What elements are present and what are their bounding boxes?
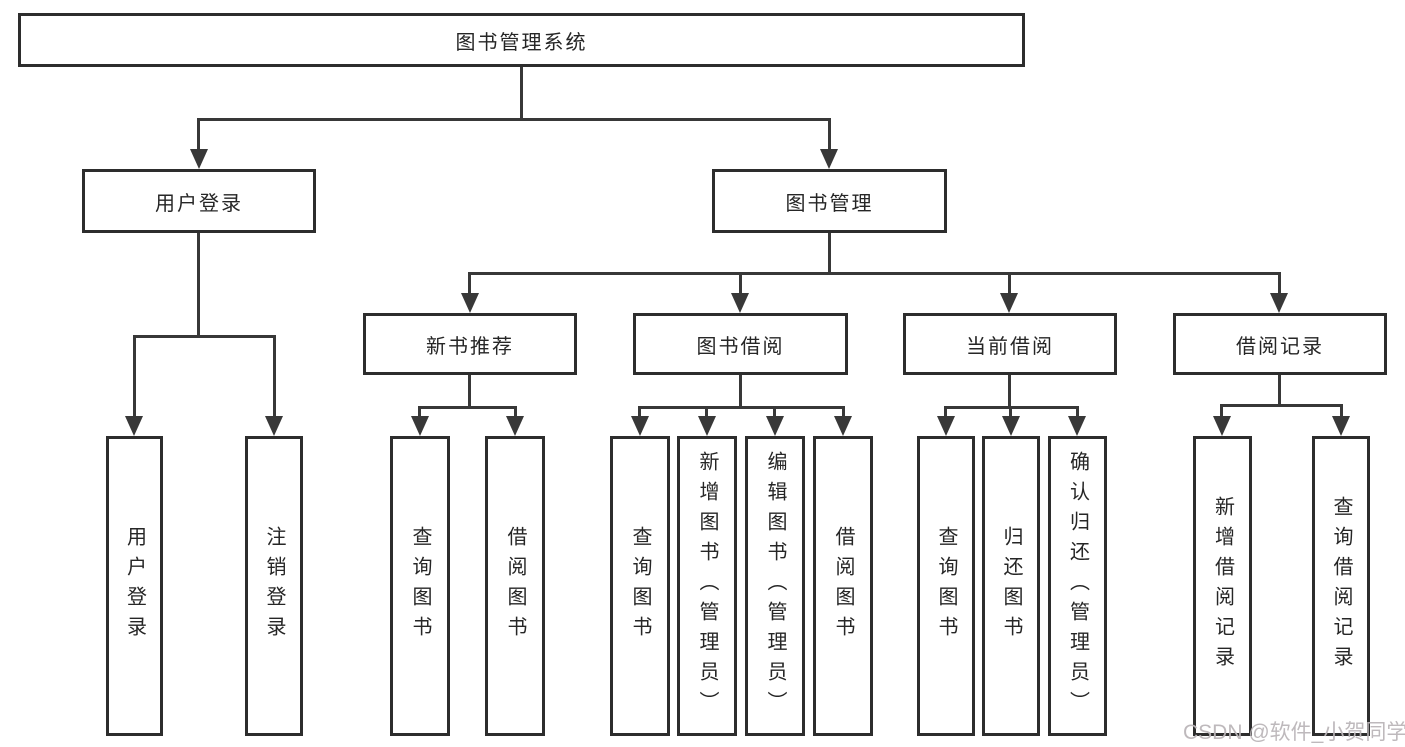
connector-drop [1076, 406, 1079, 418]
arrowhead-leaf [1332, 416, 1350, 436]
connector-user-login-stem [197, 233, 200, 338]
connector-current-borrowing-stem [1008, 375, 1011, 409]
connector-drop [514, 406, 517, 418]
connector-drop [1220, 404, 1223, 418]
connector-drop-current-borrowing [1008, 272, 1011, 295]
node-leaf-return-books: 归还图书 [982, 436, 1040, 736]
node-borrow-records: 借阅记录 [1173, 313, 1387, 375]
connector-book-management-stem [828, 233, 831, 275]
node-book-borrowing: 图书借阅 [633, 313, 848, 375]
connector-level2-rail [468, 272, 1281, 275]
node-leaf-confirm-return-admin: 确认归还（管理员） [1048, 436, 1107, 736]
arrowhead-leaf [631, 416, 649, 436]
arrowhead-leaf [1213, 416, 1231, 436]
arrowhead-leaf [411, 416, 429, 436]
node-book-management: 图书管理 [712, 169, 947, 233]
arrowhead-user-login [190, 149, 208, 169]
connector-level1-rail [197, 118, 831, 121]
arrowhead-leaf [766, 416, 784, 436]
node-leaf-borrow-books-recommend: 借阅图书 [485, 436, 545, 736]
connector-drop-book-management [828, 118, 831, 152]
arrowhead-leaf [937, 416, 955, 436]
node-leaf-query-books-current: 查询图书 [917, 436, 975, 736]
node-leaf-query-books-borrowing: 查询图书 [610, 436, 670, 736]
connector-drop [773, 406, 776, 418]
connector-new-book-stem [468, 375, 471, 409]
arrowhead-leaf [1002, 416, 1020, 436]
connector-new-book-rail [418, 406, 517, 409]
connector-drop [705, 406, 708, 418]
connector-book-borrowing-rail [638, 406, 845, 409]
arrowhead-new-book [461, 293, 479, 313]
arrowhead-leaf [1068, 416, 1086, 436]
connector-drop [1340, 404, 1343, 418]
connector-drop-new-book [468, 272, 471, 295]
connector-book-borrowing-stem [739, 375, 742, 409]
node-root-library-system: 图书管理系统 [18, 13, 1025, 67]
connector-drop [944, 406, 947, 418]
arrowhead-book-management [820, 149, 838, 169]
connector-drop-book-borrowing [739, 272, 742, 295]
connector-root-stem [520, 67, 523, 121]
node-leaf-query-borrow-record: 查询借阅记录 [1312, 436, 1370, 736]
node-leaf-add-books-admin: 新增图书（管理员） [677, 436, 737, 736]
arrowhead-leaf-user-login [125, 416, 143, 436]
connector-drop [842, 406, 845, 418]
csdn-watermark: CSDN @软件_小贺同学 [1183, 721, 1405, 744]
connector-drop [638, 406, 641, 418]
connector-drop [418, 406, 421, 418]
arrowhead-leaf [698, 416, 716, 436]
connector-user-login-rail [133, 335, 276, 338]
arrowhead-leaf-logout [265, 416, 283, 436]
connector-drop-leaf-logout [273, 335, 276, 418]
arrowhead-leaf [506, 416, 524, 436]
connector-drop-leaf-user-login [133, 335, 136, 418]
arrowhead-current-borrowing [1000, 293, 1018, 313]
connector-drop-user-login [197, 118, 200, 152]
connector-borrow-records-rail [1220, 404, 1343, 407]
node-current-borrowing: 当前借阅 [903, 313, 1117, 375]
node-leaf-edit-books-admin: 编辑图书（管理员） [745, 436, 805, 736]
node-leaf-query-books-recommend: 查询图书 [390, 436, 450, 736]
arrowhead-leaf [834, 416, 852, 436]
connector-borrow-records-stem [1278, 375, 1281, 407]
node-leaf-logout: 注销登录 [245, 436, 303, 736]
connector-drop-borrow-records [1278, 272, 1281, 295]
arrowhead-borrow-records [1270, 293, 1288, 313]
node-leaf-add-borrow-record: 新增借阅记录 [1193, 436, 1252, 736]
node-user-login: 用户登录 [82, 169, 316, 233]
arrowhead-book-borrowing [731, 293, 749, 313]
connector-drop [1009, 406, 1012, 418]
node-leaf-borrow-books: 借阅图书 [813, 436, 873, 736]
node-new-book-recommend: 新书推荐 [363, 313, 577, 375]
node-leaf-user-login: 用户登录 [106, 436, 163, 736]
